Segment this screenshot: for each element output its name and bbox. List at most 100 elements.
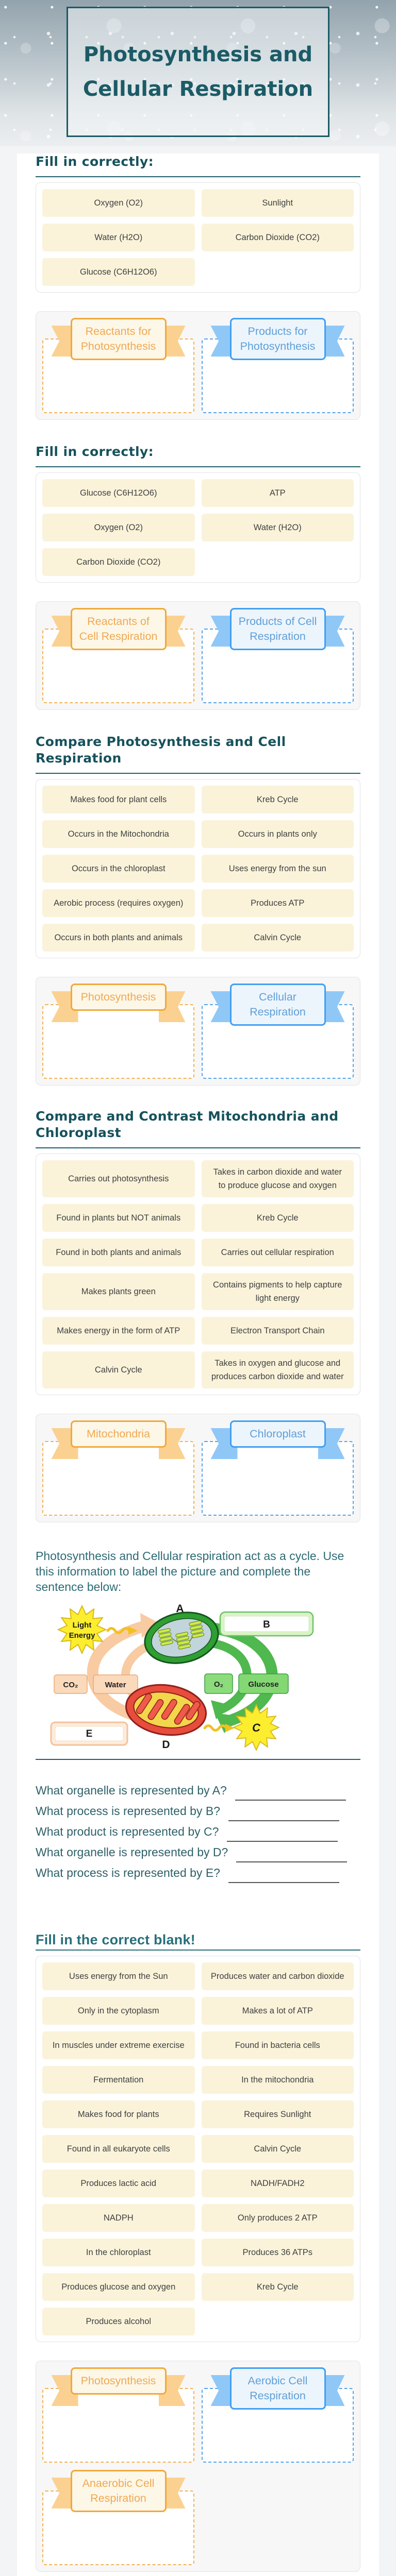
banner-label: Anaerobic Cell Respiration — [70, 2470, 167, 2512]
banner-column: Products of Cell Respiration — [202, 608, 354, 703]
word-chip[interactable]: Only produces 2 ATP — [201, 2204, 354, 2232]
word-chip[interactable]: Water (H2O) — [42, 224, 195, 251]
word-chip[interactable]: Makes plants green — [42, 1273, 195, 1310]
word-chip[interactable]: Kreb Cycle — [201, 1204, 354, 1232]
word-chip[interactable]: Produces water and carbon dioxide — [201, 1962, 354, 1990]
ribbon-banner: Mitochondria — [51, 1420, 186, 1459]
word-chip[interactable]: Produces 36 ATPs — [201, 2239, 354, 2266]
word-chip[interactable]: Found in bacteria cells — [201, 2031, 354, 2059]
word-chip[interactable]: Water (H2O) — [201, 514, 354, 541]
word-chip[interactable]: Kreb Cycle — [201, 2273, 354, 2301]
word-chip[interactable]: Occurs in both plants and animals — [42, 924, 195, 952]
word-chip[interactable]: In muscles under extreme exercise — [42, 2031, 195, 2059]
word-chip[interactable]: Carbon Dioxide (CO2) — [201, 224, 354, 251]
question-text: What organelle is represented by D? — [36, 1845, 228, 1859]
ribbon-banner: Chloroplast — [210, 1420, 345, 1459]
word-chip[interactable]: Uses energy from the Sun — [42, 1962, 195, 1990]
word-chip[interactable]: Found in all eukaryote cells — [42, 2135, 195, 2163]
banner-column: Photosynthesis — [42, 984, 194, 1079]
word-chip[interactable]: Carries out cellular respiration — [201, 1239, 354, 1266]
word-chip[interactable]: Occurs in the Mitochondria — [42, 820, 195, 848]
mitochondria-drawing — [125, 1684, 207, 1736]
word-chip[interactable]: Found in both plants and animals — [42, 1239, 195, 1266]
word-chip[interactable]: NADPH — [42, 2204, 195, 2232]
heading-underline — [36, 1950, 360, 1951]
word-chip[interactable]: Oxygen (O2) — [42, 189, 195, 217]
section-underline — [36, 1759, 360, 1760]
answer-blank[interactable] — [236, 1861, 348, 1862]
banner-label: Mitochondria — [70, 1420, 167, 1448]
o2-chip: O₂ — [204, 1673, 233, 1694]
answer-blank[interactable] — [235, 1800, 346, 1801]
banner-column: Reactants of Cell Respiration — [42, 608, 194, 703]
light-squiggle-arrow — [106, 1626, 138, 1635]
word-chip[interactable]: Kreb Cycle — [201, 786, 354, 814]
word-chip[interactable]: Produces alcohol — [42, 2308, 195, 2335]
svg-text:Light: Light — [73, 1621, 92, 1630]
word-chip[interactable]: Occurs in the chloroplast — [42, 855, 195, 883]
cycle-question-row: What process is represented by B? — [36, 1804, 360, 1821]
diagram-label-d: D — [162, 1739, 170, 1751]
svg-text:C: C — [252, 1721, 261, 1734]
word-chip[interactable]: Aerobic process (requires oxygen) — [42, 889, 195, 917]
heading-underline — [36, 773, 360, 774]
banner-column: Anaerobic Cell Respiration — [42, 2470, 194, 2565]
word-chip[interactable]: Carbon Dioxide (CO2) — [42, 548, 195, 576]
banner-label: Products of Cell Respiration — [229, 608, 326, 650]
word-chip[interactable]: Makes food for plant cells — [42, 786, 195, 814]
word-chip[interactable]: Sunlight — [201, 189, 354, 217]
ribbon-banner: Reactants for Photosynthesis — [51, 318, 186, 360]
svg-text:CO₂: CO₂ — [63, 1681, 78, 1689]
answer-blank[interactable] — [228, 1882, 339, 1883]
word-chip[interactable]: In the chloroplast — [42, 2239, 195, 2266]
diagram-answer-box-e[interactable]: E — [50, 1721, 128, 1746]
word-chip[interactable]: Glucose (C6H12O6) — [42, 258, 195, 286]
word-chip[interactable]: Makes food for plants — [42, 2100, 195, 2128]
word-chip[interactable]: Produces glucose and oxygen — [42, 2273, 195, 2301]
word-chip[interactable]: Contains pigments to help capture light … — [201, 1273, 354, 1310]
answer-blank[interactable] — [228, 1820, 339, 1821]
word-chip[interactable]: Produces lactic acid — [42, 2170, 195, 2197]
banner-column: Chloroplast — [202, 1420, 354, 1516]
word-chip[interactable]: In the mitochondria — [201, 2066, 354, 2094]
word-chip[interactable]: Makes energy in the form of ATP — [42, 1317, 195, 1345]
word-chip[interactable]: Fermentation — [42, 2066, 195, 2094]
word-chip[interactable]: Calvin Cycle — [42, 1351, 195, 1388]
word-chip[interactable]: ATP — [201, 479, 354, 507]
answer-blank[interactable] — [227, 1841, 338, 1842]
svg-text:E: E — [86, 1728, 93, 1739]
banner-label: Chloroplast — [229, 1420, 326, 1448]
word-chip[interactable]: Only in the cytoplasm — [42, 1997, 195, 2025]
word-chip[interactable]: Oxygen (O2) — [42, 514, 195, 541]
word-chip[interactable]: Glucose (C6H12O6) — [42, 479, 195, 507]
drop-card-2: Reactants of Cell Respiration Products of… — [36, 601, 360, 710]
word-chip[interactable]: NADH/FADH2 — [201, 2170, 354, 2197]
word-chip[interactable]: Electron Transport Chain — [201, 1317, 354, 1345]
word-chip[interactable]: Uses energy from the sun — [201, 855, 354, 883]
word-chip[interactable]: Makes a lot of ATP — [201, 1997, 354, 2025]
word-chip[interactable]: Takes in oxygen and glucose and produces… — [201, 1351, 354, 1388]
word-chip[interactable]: Calvin Cycle — [201, 2135, 354, 2163]
banner-label: Photosynthesis — [70, 984, 167, 1011]
banner-column: Reactants for Photosynthesis — [42, 318, 194, 413]
drop-card-4: Mitochondria Chloroplast — [36, 1414, 360, 1522]
word-chip[interactable]: Occurs in plants only — [201, 820, 354, 848]
word-chip[interactable]: Takes in carbon dioxide and water to pro… — [201, 1160, 354, 1197]
cycle-question-list: What organelle is represented by A?What … — [36, 1784, 360, 1883]
diagram-answer-box-b[interactable]: B — [219, 1611, 314, 1637]
word-chip[interactable]: Carries out photosynthesis — [42, 1160, 195, 1197]
section-heading-fill3: Fill in the correct blank! — [36, 1932, 195, 1947]
question-text: What process is represented by E? — [36, 1866, 220, 1879]
word-chip[interactable]: Calvin Cycle — [201, 924, 354, 952]
banner-column: Photosynthesis — [42, 2367, 194, 2463]
banner-label: Aerobic Cell Respiration — [229, 2367, 326, 2410]
word-chip[interactable]: Produces ATP — [201, 889, 354, 917]
word-chip[interactable]: Found in plants but NOT animals — [42, 1204, 195, 1232]
word-chip[interactable]: Requires Sunlight — [201, 2100, 354, 2128]
banner-label: Photosynthesis — [70, 2367, 167, 2395]
